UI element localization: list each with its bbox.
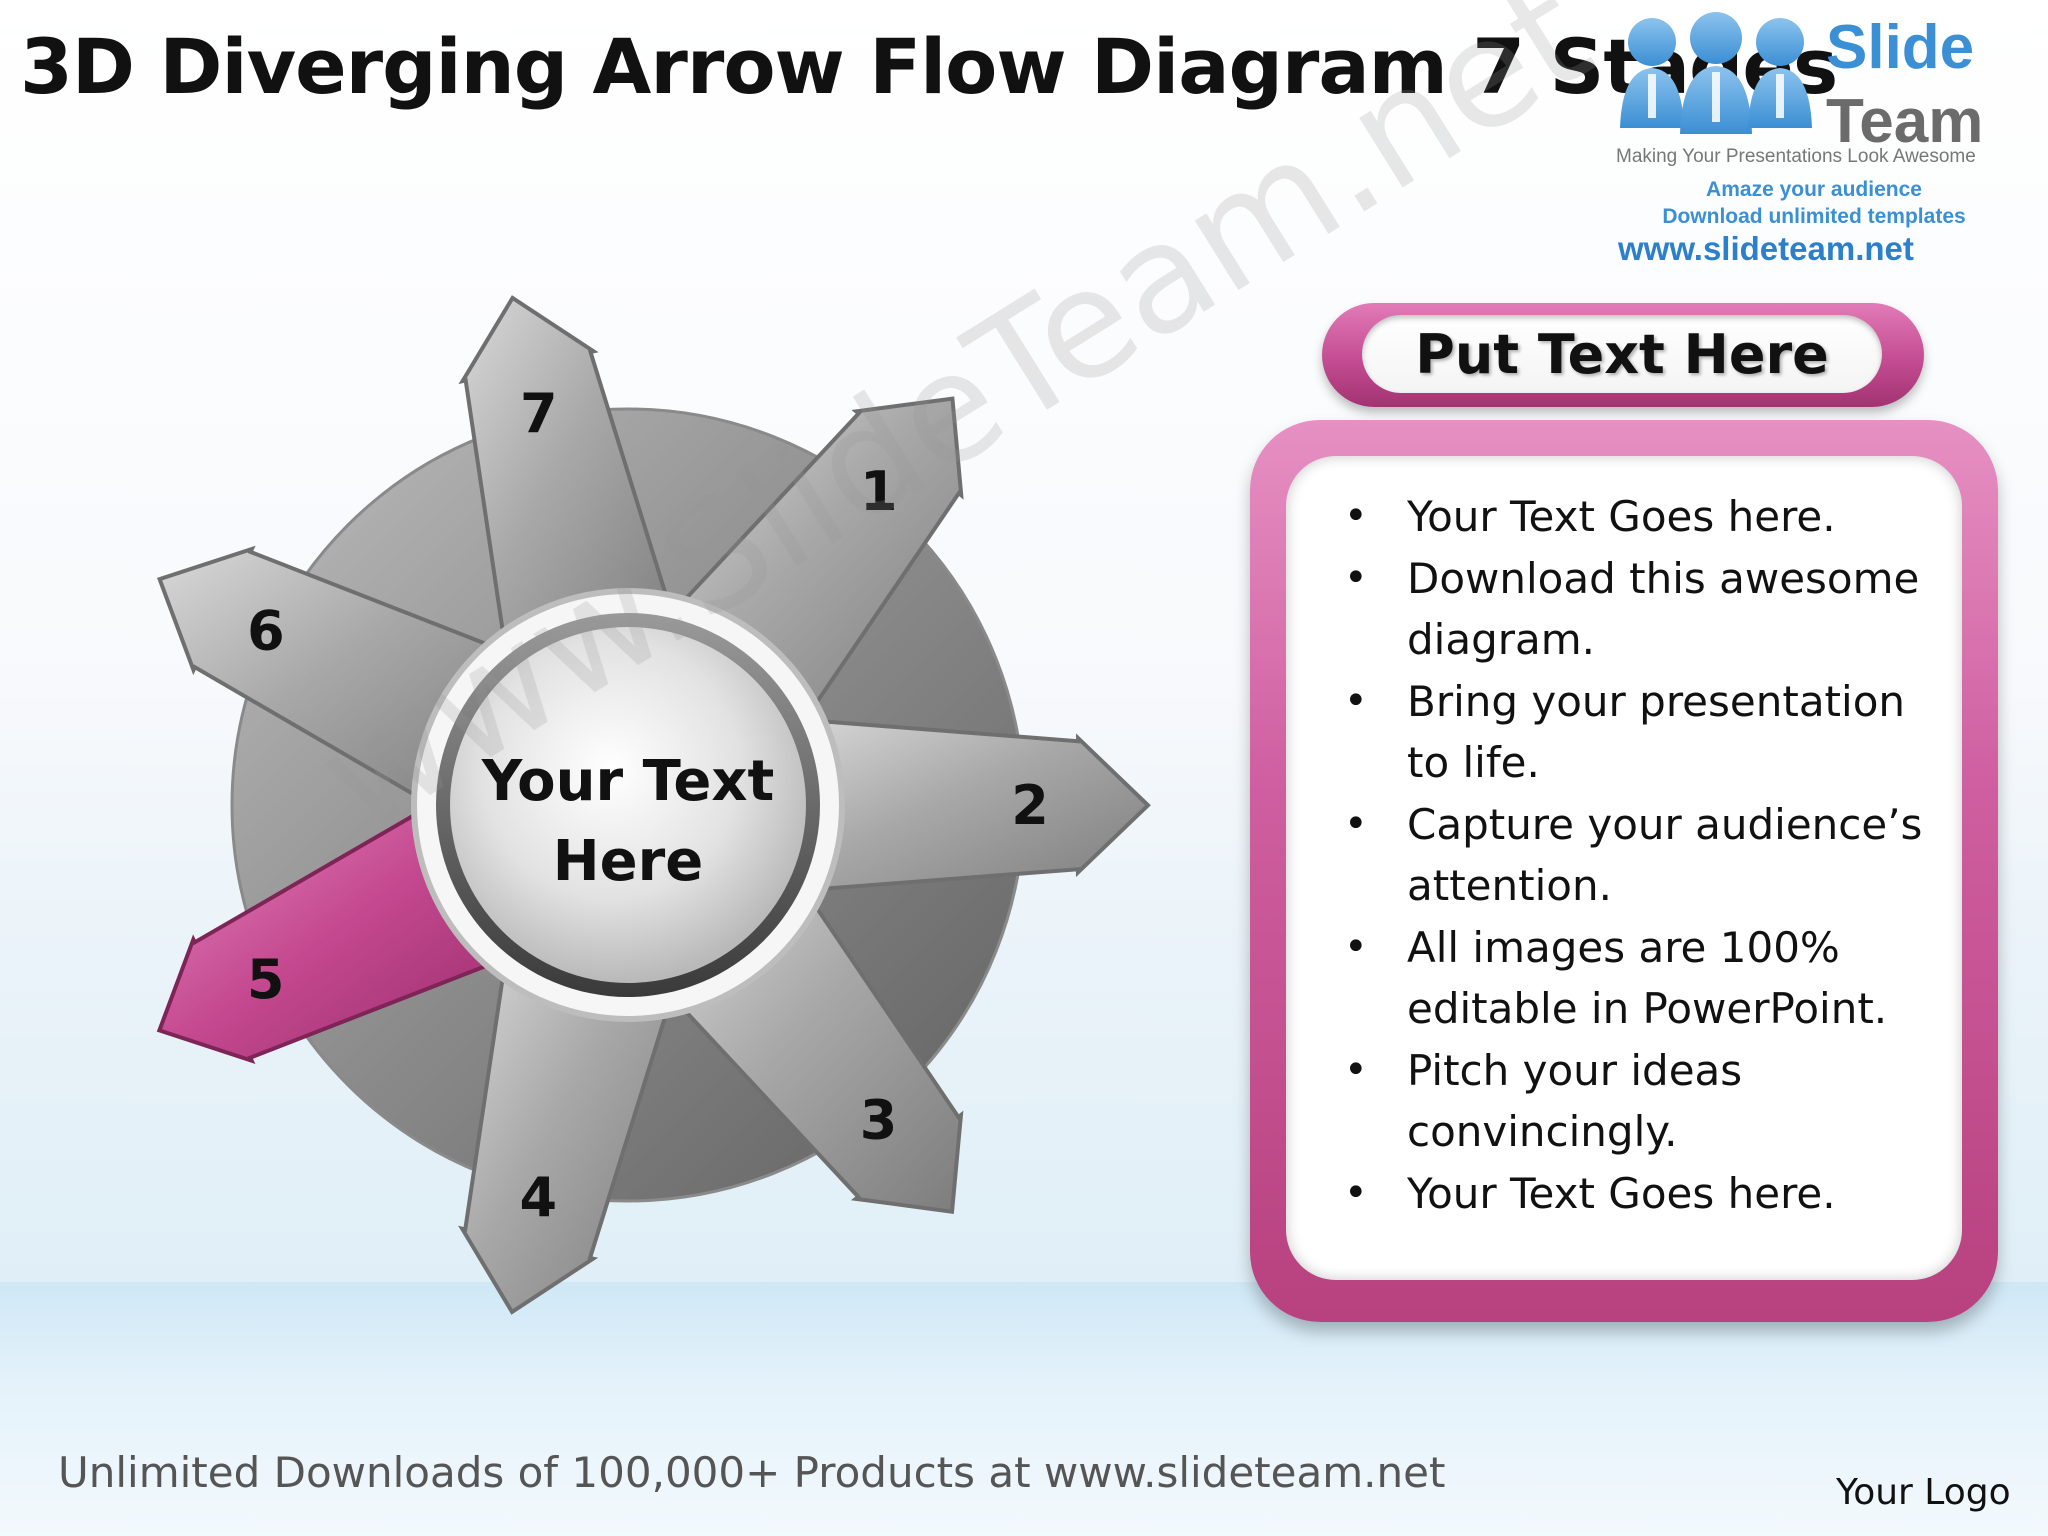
bullet-icon: • [1344, 677, 1368, 724]
stage-label-7: 7 [520, 382, 558, 445]
slide-title: 3D Diverging Arrow Flow Diagram 7 Stages [20, 22, 1838, 111]
stage-label-4: 4 [520, 1166, 558, 1229]
panel-header: Put Text Here [1322, 303, 1924, 407]
stage-label-2: 2 [1011, 774, 1049, 837]
stage-label-5: 5 [247, 948, 285, 1011]
bullet-text: Bring your presentation to life. [1407, 676, 1906, 788]
stage-arrow-7 [458, 295, 680, 671]
footer-text: Unlimited Downloads of 100,000+ Products… [58, 1448, 1446, 1497]
bullet-item: • Download this awesome diagram. [1344, 548, 1944, 671]
brand-name-line1: Slide [1826, 13, 1975, 82]
brand-url[interactable]: www.slideteam.net [1618, 230, 1914, 267]
bullet-text: All images are 100% editable in PowerPoi… [1407, 922, 1888, 1034]
bullet-list: • Your Text Goes here. • Download this awe… [1344, 486, 1944, 1224]
hub-text-line1: Your Text [481, 749, 775, 814]
bullet-text: Capture your audience’s attention. [1407, 799, 1923, 911]
people-icon [1620, 12, 1812, 134]
hub-text-line2: Here [553, 829, 703, 894]
floor-band [0, 1282, 2048, 1536]
brand-promo-line1: Amaze your audience [1706, 178, 1922, 201]
bullet-item: • All images are 100% editable in PowerPo… [1344, 917, 1944, 1040]
stage-arrow-2 [785, 716, 1151, 894]
panel-header-text: Put Text Here [1415, 322, 1829, 386]
bullet-item: • Pitch your ideas convincingly. [1344, 1040, 1944, 1163]
bullet-icon: • [1344, 493, 1368, 539]
stage-label-3: 3 [860, 1088, 898, 1151]
text-panel: • Your Text Goes here. • Download this awe… [1250, 420, 1998, 1322]
your-logo-placeholder: Your Logo [1836, 1472, 2011, 1513]
diverging-arrow-diagram: Your Text Here 1 2 3 4 5 6 7 [156, 295, 1151, 1315]
bullet-icon: • [1344, 800, 1368, 847]
brand-tagline: Making Your Presentations Look Awesome [1616, 146, 1976, 167]
brand-promo-line2: Download unlimited templates [1662, 205, 1966, 228]
bullet-text: Your Text Goes here. [1407, 492, 1836, 541]
stage-label-6: 6 [247, 599, 285, 662]
bullet-item: • Bring your presentation to life. [1344, 671, 1944, 794]
bullet-icon: • [1344, 1169, 1368, 1216]
bullet-icon: • [1344, 1046, 1368, 1093]
bullet-item: • Capture your audience’s attention. [1344, 794, 1944, 917]
brand-logo: Slide Team Making Your Presentations Loo… [1612, 8, 2042, 268]
bullet-item: • Your Text Goes here. [1344, 1163, 1944, 1225]
bullet-item: • Your Text Goes here. [1344, 486, 1944, 548]
bullet-text: Pitch your ideas convincingly. [1407, 1045, 1743, 1157]
brand-name-line2: Team [1826, 87, 1984, 156]
stage-arrow-4 [458, 939, 680, 1315]
bullet-icon: • [1344, 554, 1368, 601]
text-panel-inner: • Your Text Goes here. • Download this awe… [1286, 456, 1962, 1280]
bullet-text: Download this awesome diagram. [1407, 553, 1920, 665]
stage-label-1: 1 [860, 460, 898, 523]
hub-center [450, 627, 806, 983]
bullet-icon: • [1344, 923, 1368, 970]
panel-header-inner: Put Text Here [1362, 315, 1882, 393]
bullet-text: Your Text Goes here. [1407, 1168, 1836, 1218]
